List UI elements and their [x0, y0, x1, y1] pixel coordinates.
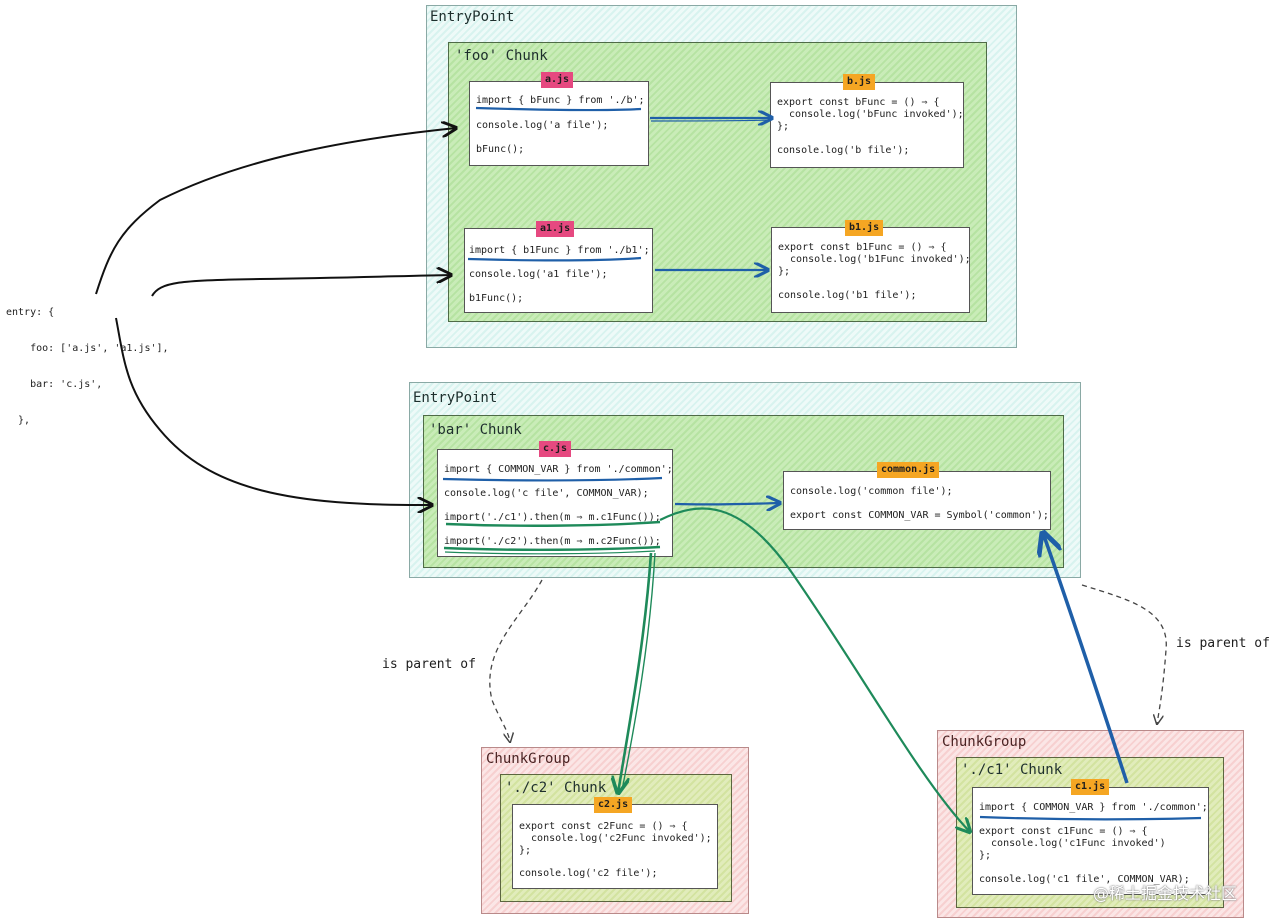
code-line: };	[979, 850, 992, 861]
code-line: console.log('bFunc invoked');	[777, 109, 964, 120]
is-parent-of-label-right: is parent of	[1176, 636, 1270, 651]
c2-chunk-title: './c2' Chunk	[505, 780, 607, 796]
c1-import-underline	[979, 815, 1202, 821]
code-line: export const c1Func = () ⇒ {	[979, 826, 1148, 837]
code-line: import { COMMON_VAR } from './common';	[979, 802, 1208, 813]
code-line: import { COMMON_VAR } from './common';	[444, 464, 673, 475]
bar-to-c1-group-dashed-arrow	[1081, 584, 1167, 724]
code-line: console.log('c2Func invoked');	[519, 833, 712, 844]
code-line: };	[777, 121, 790, 132]
code-line: export const b1Func = () ⇒ {	[778, 242, 947, 253]
bar-chunk-title: 'bar' Chunk	[429, 422, 522, 438]
code-line: console.log('common file');	[790, 486, 953, 497]
a-to-b-arrow-second-stroke	[650, 119, 771, 122]
is-parent-of-label-left: is parent of	[382, 657, 476, 672]
common-js-tag: common.js	[877, 462, 940, 478]
c-to-c2-chunk-arrow	[618, 552, 653, 793]
code-line: import { bFunc } from './b';	[476, 95, 645, 106]
c2-dynamic-import-underline-second-stroke	[444, 550, 656, 555]
c2-dynamic-import-underline	[443, 545, 661, 552]
c-js-tag: c.js	[539, 441, 572, 457]
code-line: export const COMMON_VAR = Symbol('common…	[790, 510, 1049, 521]
watermark-text: @稀土掘金技术社区	[1093, 884, 1238, 903]
code-line: export const c2Func = () ⇒ {	[519, 821, 688, 832]
code-line: };	[778, 266, 791, 277]
c-to-c2-chunk-arrow-second-stroke	[621, 552, 656, 791]
entry-to-c-arrow	[115, 317, 432, 505]
code-line: import { b1Func } from './b1';	[469, 245, 650, 256]
c-to-c1-chunk-arrow	[659, 507, 970, 832]
common-js-code-box: console.log('common file'); export const…	[783, 471, 1051, 530]
c2-js-tag: c2.js	[594, 797, 633, 813]
a-js-tag: a.js	[541, 72, 574, 88]
c1-js-tag: c1.js	[1071, 779, 1110, 795]
entry-config-line: bar: 'c.js',	[6, 379, 103, 390]
foo-entrypoint-title: EntryPoint	[430, 9, 515, 25]
code-line: console.log('a file');	[476, 120, 609, 131]
c1-chunk-title: './c1' Chunk	[961, 762, 1063, 778]
c1-to-common-arrow	[1043, 533, 1129, 784]
bar-entrypoint-title: EntryPoint	[413, 390, 498, 406]
code-line: console.log('c file', COMMON_VAR);	[444, 488, 649, 499]
code-line: export const bFunc = () ⇒ {	[777, 97, 940, 108]
code-line: console.log('c1 file', COMMON_VAR);	[979, 874, 1190, 885]
b-js-tag: b.js	[843, 74, 876, 90]
a-import-underline	[475, 106, 642, 112]
a1-js-code-box: import { b1Func } from './b1'; console.l…	[464, 228, 653, 313]
foo-chunk-title: 'foo' Chunk	[455, 48, 548, 64]
bar-to-c2-group-dashed-arrow	[489, 579, 543, 742]
code-line: console.log('c2 file');	[519, 868, 658, 879]
a1-js-tag: a1.js	[536, 221, 575, 237]
c1-chunkgroup-title: ChunkGroup	[942, 734, 1027, 750]
code-line: console.log('b1 file');	[778, 290, 917, 301]
code-line: console.log('a1 file');	[469, 269, 608, 280]
code-line: };	[519, 845, 532, 856]
code-line: console.log('c1Func invoked')	[979, 838, 1166, 849]
code-line: console.log('b1Func invoked');	[778, 254, 971, 265]
entry-config-line: foo: ['a.js', 'a1.js'],	[6, 343, 169, 354]
code-line: b1Func();	[469, 293, 524, 304]
entry-to-a1-arrow	[151, 275, 451, 297]
code-line: bFunc();	[476, 144, 525, 155]
c1-dynamic-import-underline	[445, 520, 661, 527]
code-line: import('./c1').then(m ⇒ m.c1Func());	[444, 512, 661, 523]
entry-config: entry: { foo: ['a.js', 'a1.js'], bar: 'c…	[6, 283, 169, 451]
code-line: console.log('b file');	[777, 145, 910, 156]
entry-to-a-arrow	[95, 128, 456, 295]
code-line: import('./c2').then(m ⇒ m.c2Func());	[444, 536, 661, 547]
c-js-code-box: import { COMMON_VAR } from './common'; c…	[437, 449, 673, 557]
b1-js-tag: b1.js	[845, 220, 884, 236]
c-import-underline	[442, 476, 663, 482]
a1-import-underline	[467, 256, 642, 262]
a-js-code-box: import { bFunc } from './b'; console.log…	[469, 81, 649, 166]
entry-config-line: },	[6, 415, 31, 426]
entry-config-line: entry: {	[6, 307, 55, 318]
c2-js-code-box: export const c2Func = () ⇒ { console.log…	[512, 804, 718, 889]
c-to-common-arrow	[674, 503, 780, 504]
b-js-code-box: export const bFunc = () ⇒ { console.log(…	[770, 82, 964, 168]
c2-chunkgroup-title: ChunkGroup	[486, 751, 571, 767]
